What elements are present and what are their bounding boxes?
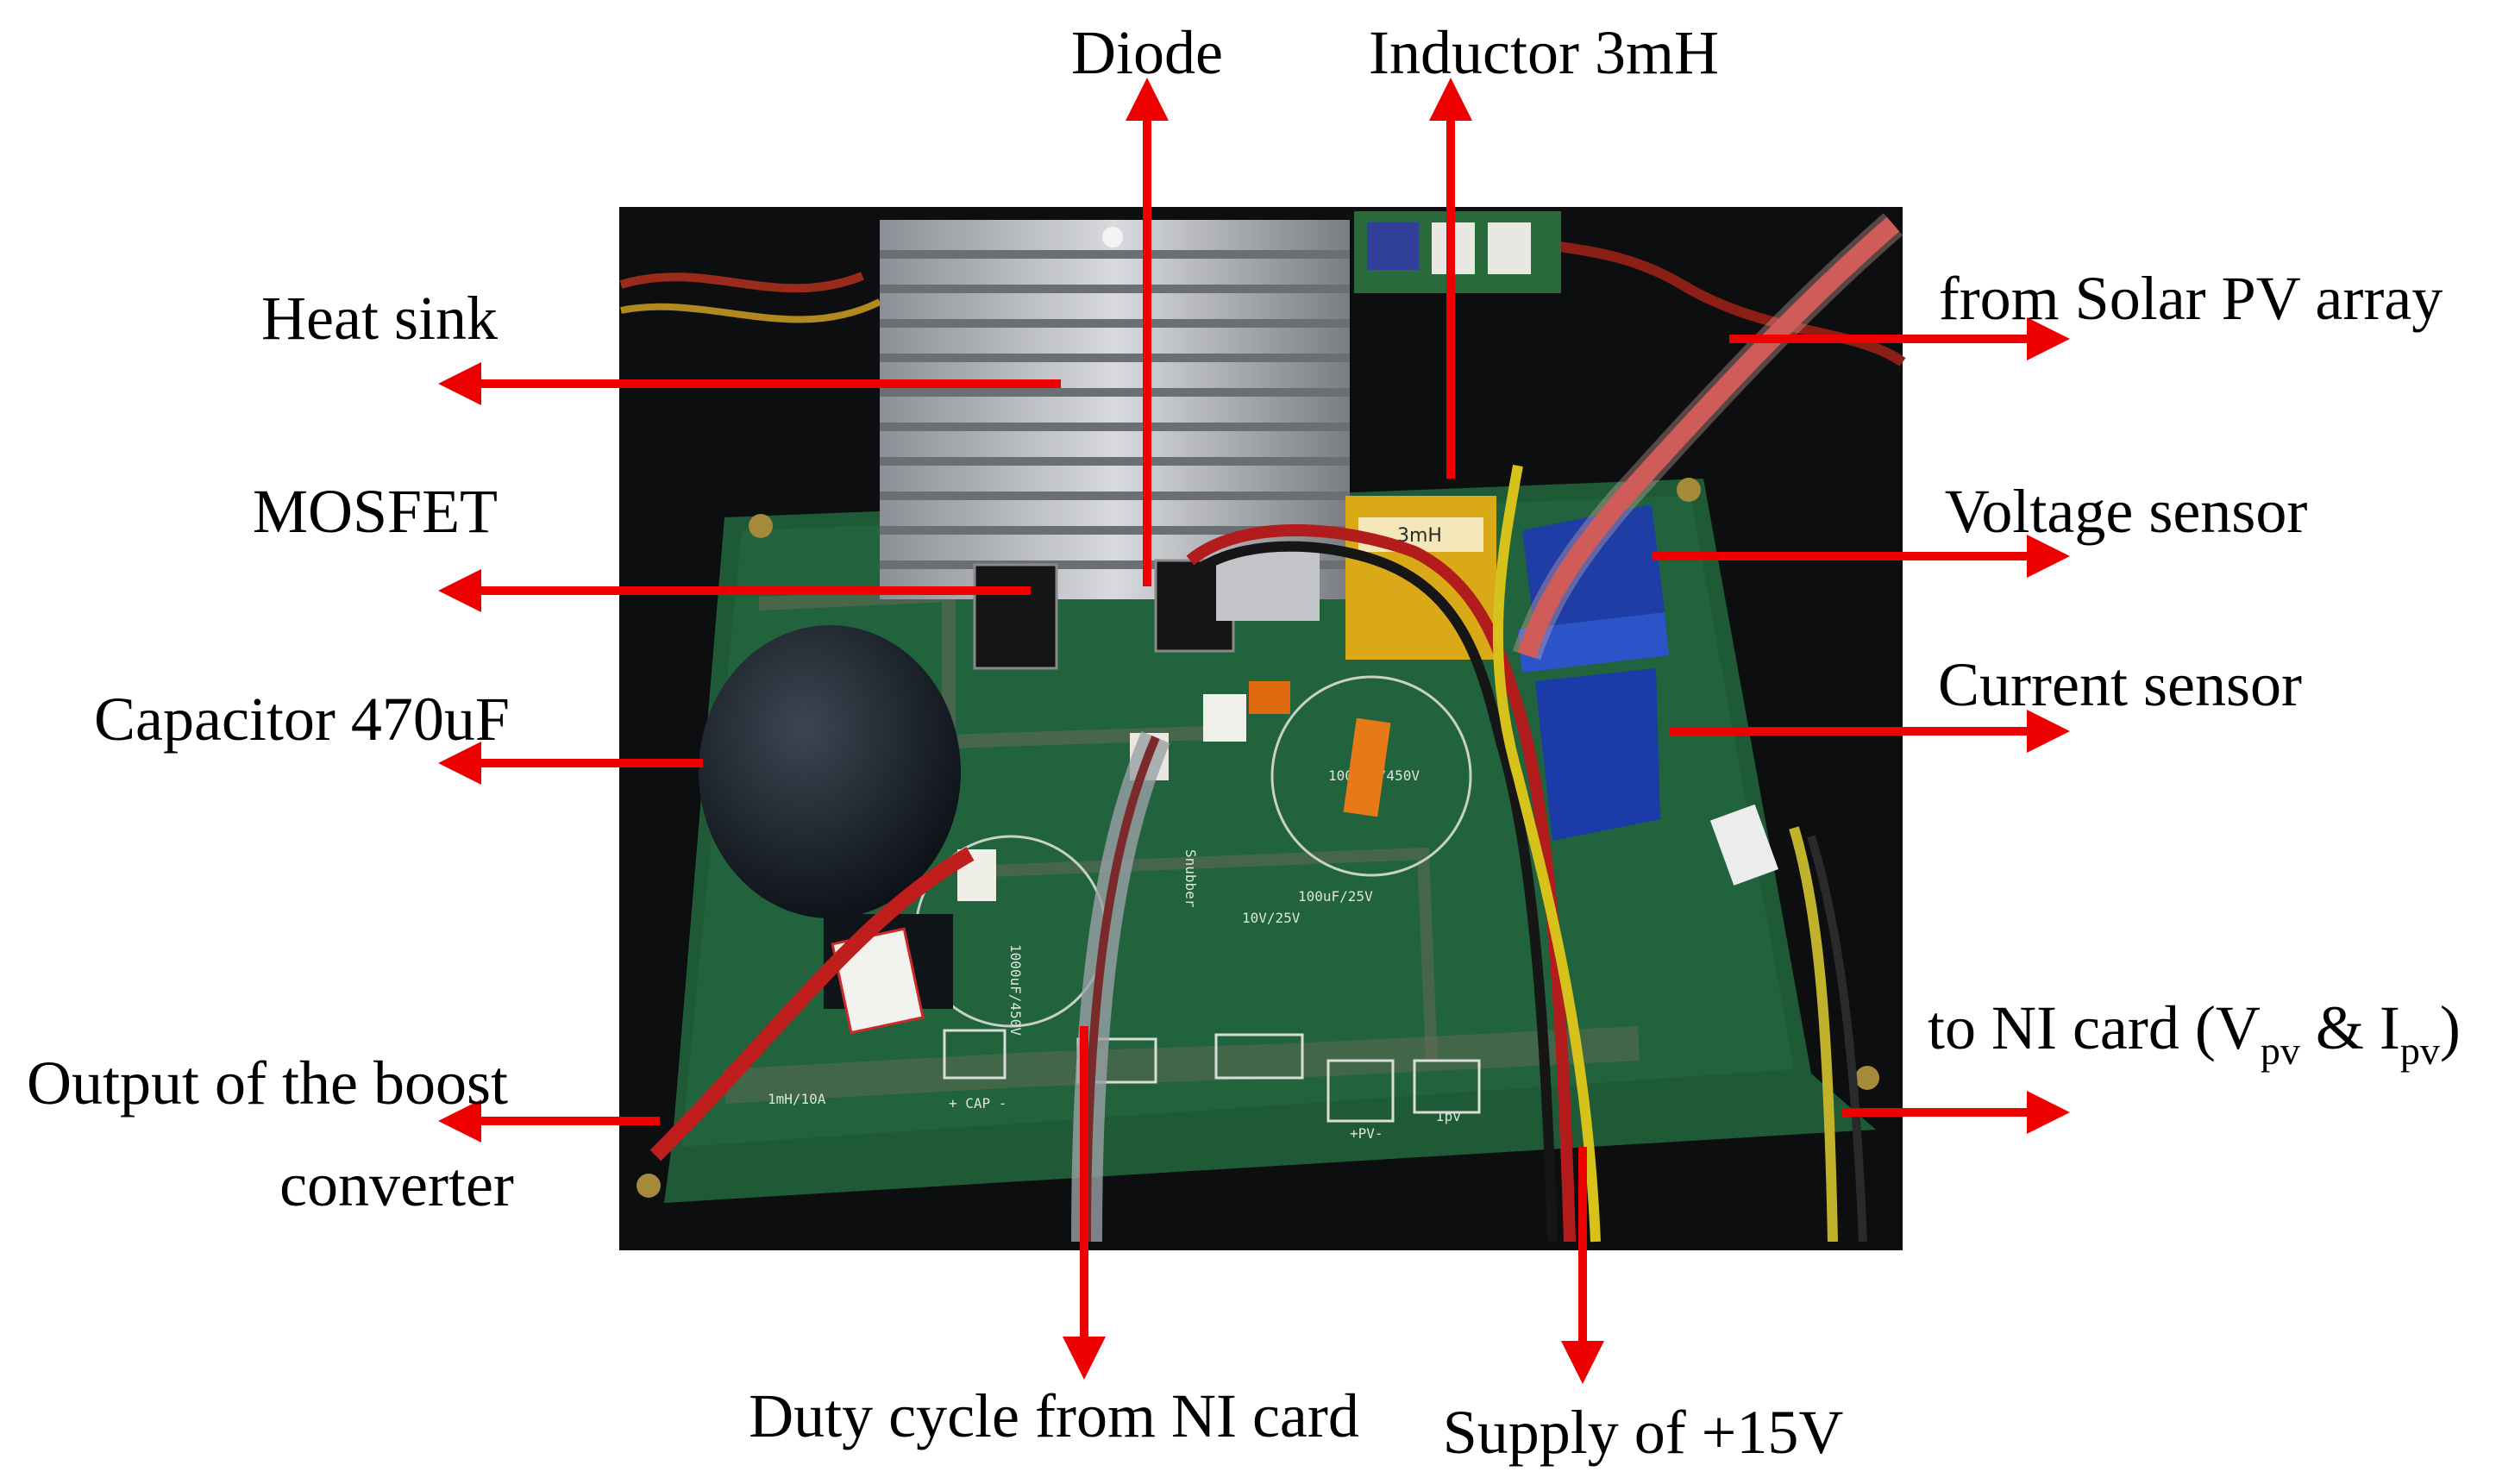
pcb-trace bbox=[991, 847, 1438, 1061]
silkscreen-cap-label: 1000uF/450V bbox=[1007, 944, 1024, 1036]
silkscreen-ipv-terminal: Ipv bbox=[1436, 1108, 1461, 1124]
background-wire bbox=[619, 272, 864, 293]
ni-card-label: to NI card (Vpv & Ipv) bbox=[1928, 993, 2461, 1073]
current-sensor-label: Current sensor bbox=[1938, 650, 2302, 719]
supply-wire bbox=[1186, 524, 1576, 1243]
pv-input-sleeve bbox=[1512, 213, 1903, 661]
orange-resistor bbox=[1343, 717, 1391, 817]
signal-wire bbox=[1492, 464, 1601, 1243]
mosfet-label: MOSFET bbox=[253, 477, 498, 546]
electrolytic-capacitor bbox=[699, 625, 961, 918]
capacitor-footprint bbox=[1270, 675, 1472, 877]
orange-capacitor bbox=[1249, 681, 1290, 714]
capacitor-label: Capacitor 470uF bbox=[94, 685, 510, 754]
output-label-line2: converter bbox=[279, 1150, 514, 1219]
ni-card-label-sub1: pv bbox=[2261, 1029, 2300, 1073]
output-wire bbox=[649, 847, 975, 1162]
mounting-screw bbox=[749, 514, 773, 538]
voltage-sensor-label: Voltage sensor bbox=[1945, 477, 2308, 546]
pcb-trace bbox=[758, 587, 1208, 749]
current-sensor-module bbox=[1535, 668, 1660, 841]
ni-card-label-sub2: pv bbox=[2400, 1029, 2440, 1073]
pv-array-label: from Solar PV array bbox=[1939, 264, 2443, 333]
duty-cycle-wire bbox=[1082, 736, 1160, 1243]
silkscreen-small-cap: 100uF/25V bbox=[1298, 888, 1373, 905]
silkscreen-cap-terminal: + CAP - bbox=[949, 1095, 1007, 1111]
ni-card-label-prefix: to NI card (V bbox=[1928, 993, 2261, 1062]
white-connector bbox=[1709, 804, 1778, 886]
mounting-screw bbox=[637, 1174, 661, 1198]
mosfet-package bbox=[973, 563, 1058, 670]
supply-label: Supply of +15V bbox=[1443, 1398, 1844, 1467]
sensor-base bbox=[1518, 612, 1669, 673]
mounting-screw bbox=[1855, 1066, 1879, 1090]
ni-card-wire bbox=[1807, 835, 1867, 1243]
duty-cycle-label: Duty cycle from NI card bbox=[749, 1381, 1359, 1450]
output-label-line1: Output of the boost bbox=[27, 1049, 508, 1118]
silkscreen-bottom-label: 1mH/10A bbox=[768, 1091, 826, 1107]
silkscreen-regulator: 10V/25V bbox=[1242, 910, 1301, 926]
diode-label: Diode bbox=[1071, 18, 1223, 87]
ni-card-label-mid: & I bbox=[2300, 993, 2400, 1062]
terminal-footprint bbox=[943, 1029, 1007, 1080]
mounting-screw bbox=[1677, 478, 1701, 502]
ni-card-label-suffix: ) bbox=[2440, 993, 2461, 1062]
terminal-footprint bbox=[1214, 1033, 1304, 1080]
heat-sink-label: Heat sink bbox=[261, 284, 498, 353]
silkscreen-pv-terminal: +PV- bbox=[1350, 1125, 1383, 1142]
background-wire bbox=[620, 298, 881, 323]
silkscreen-snubber: Snubber bbox=[1182, 849, 1199, 908]
pv-input-wire bbox=[1517, 216, 1900, 659]
background-connector bbox=[1367, 222, 1419, 270]
heat-sink-tab bbox=[1216, 552, 1320, 621]
supply-wire bbox=[1195, 541, 1558, 1243]
board-photo: 1000uF/450V 1000uF/450V 100uF/25V Snubbe… bbox=[619, 207, 1906, 1250]
terminal-footprint bbox=[1326, 1059, 1395, 1123]
ni-card-wire bbox=[1789, 826, 1838, 1243]
annotation-arrows bbox=[438, 78, 2070, 1384]
ic-socket bbox=[1203, 694, 1246, 742]
pcb-trace bbox=[723, 1026, 1640, 1104]
pcb-surface bbox=[681, 496, 1794, 1147]
background-connector bbox=[1488, 222, 1531, 274]
annotation-labels: Diode Inductor 3mH Heat sink MOSFET Capa… bbox=[27, 18, 2461, 1467]
terminal-footprint bbox=[1413, 1059, 1481, 1114]
inductor-label: Inductor 3mH bbox=[1369, 18, 1719, 87]
